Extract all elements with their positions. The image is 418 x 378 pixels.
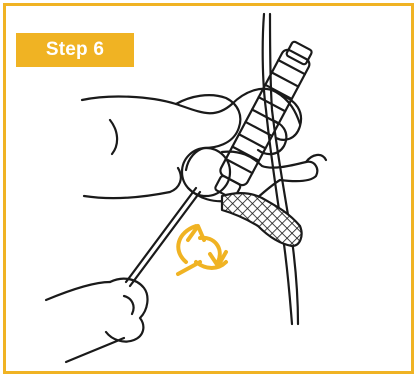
step-label: Step 6 — [46, 39, 104, 61]
upper-sleeve-cuff — [110, 120, 117, 154]
lower-sleeve — [46, 282, 110, 300]
lower-fingers — [124, 296, 134, 314]
step-badge: Step 6 — [16, 33, 134, 67]
mesh-sleeve — [222, 193, 302, 246]
upper-sleeve-lower-edge — [84, 168, 181, 198]
rotate-arrows-icon — [178, 226, 226, 274]
lower-hand — [106, 279, 147, 342]
lower-sleeve-bottom — [66, 338, 124, 362]
